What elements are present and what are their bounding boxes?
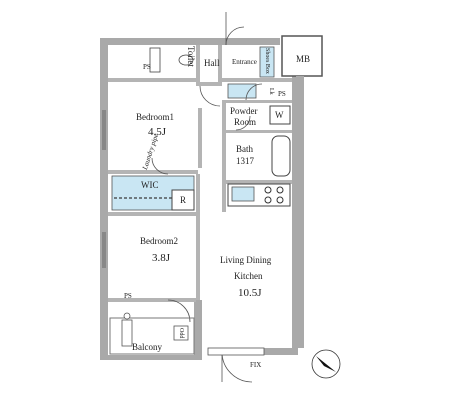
r-label: R (180, 195, 187, 205)
ldk-name-line1: Living Dining (220, 255, 272, 265)
mb-label: MB (296, 54, 311, 64)
balcony-label: Balcony (132, 342, 162, 352)
kitchen-sink (231, 186, 255, 202)
compass-icon (311, 349, 341, 379)
bathtub (271, 135, 291, 177)
shoes-box (259, 46, 275, 78)
powder-room-line1: Powder (230, 106, 258, 116)
toilet-bowl (178, 54, 194, 66)
wall-mb-right (296, 76, 304, 348)
stove-icon (264, 186, 284, 204)
entrance-label: Entrance (232, 58, 257, 66)
mb-box (281, 35, 323, 77)
ps-bottom-label: PS (124, 292, 132, 300)
toilet-label: Toilet (186, 46, 196, 67)
ps-top-label: PS (143, 63, 151, 71)
door-swings (151, 12, 263, 383)
fix-label: FIX (250, 361, 262, 369)
bedroom2-name: Bedroom2 (140, 236, 178, 246)
fridge-box (171, 189, 195, 211)
washer-box (269, 105, 291, 125)
odd-box (173, 325, 189, 341)
ldk-area: 10.5J (238, 287, 262, 299)
toilet-tank (149, 47, 161, 73)
bedroom2-area: 3.8J (152, 252, 171, 264)
lk-label: Lk (268, 88, 274, 95)
hall-label: Hall (204, 58, 220, 68)
w-label: W (275, 110, 284, 120)
bedroom1-name: Bedroom1 (136, 112, 174, 122)
interior-walls (108, 45, 292, 302)
left-windows (102, 110, 106, 268)
bedroom1-area: 4.5J (148, 126, 167, 138)
fix-window (207, 347, 265, 356)
bath-name: Bath (236, 144, 253, 154)
ps-right-label: PS (278, 90, 286, 98)
balcony-unit (121, 319, 133, 347)
ldk-name-line2: Kitchen (234, 271, 263, 281)
powder-sink (227, 83, 257, 99)
bath-size: 1317 (236, 156, 254, 166)
odd-label: Odd (178, 328, 184, 339)
shoes-box-label: Shoes Box (264, 48, 270, 74)
powder-room-line2: Room (234, 117, 257, 127)
wic-label: WIC (141, 180, 159, 190)
balcony-outlet (123, 312, 131, 320)
balcony-area (109, 317, 195, 355)
